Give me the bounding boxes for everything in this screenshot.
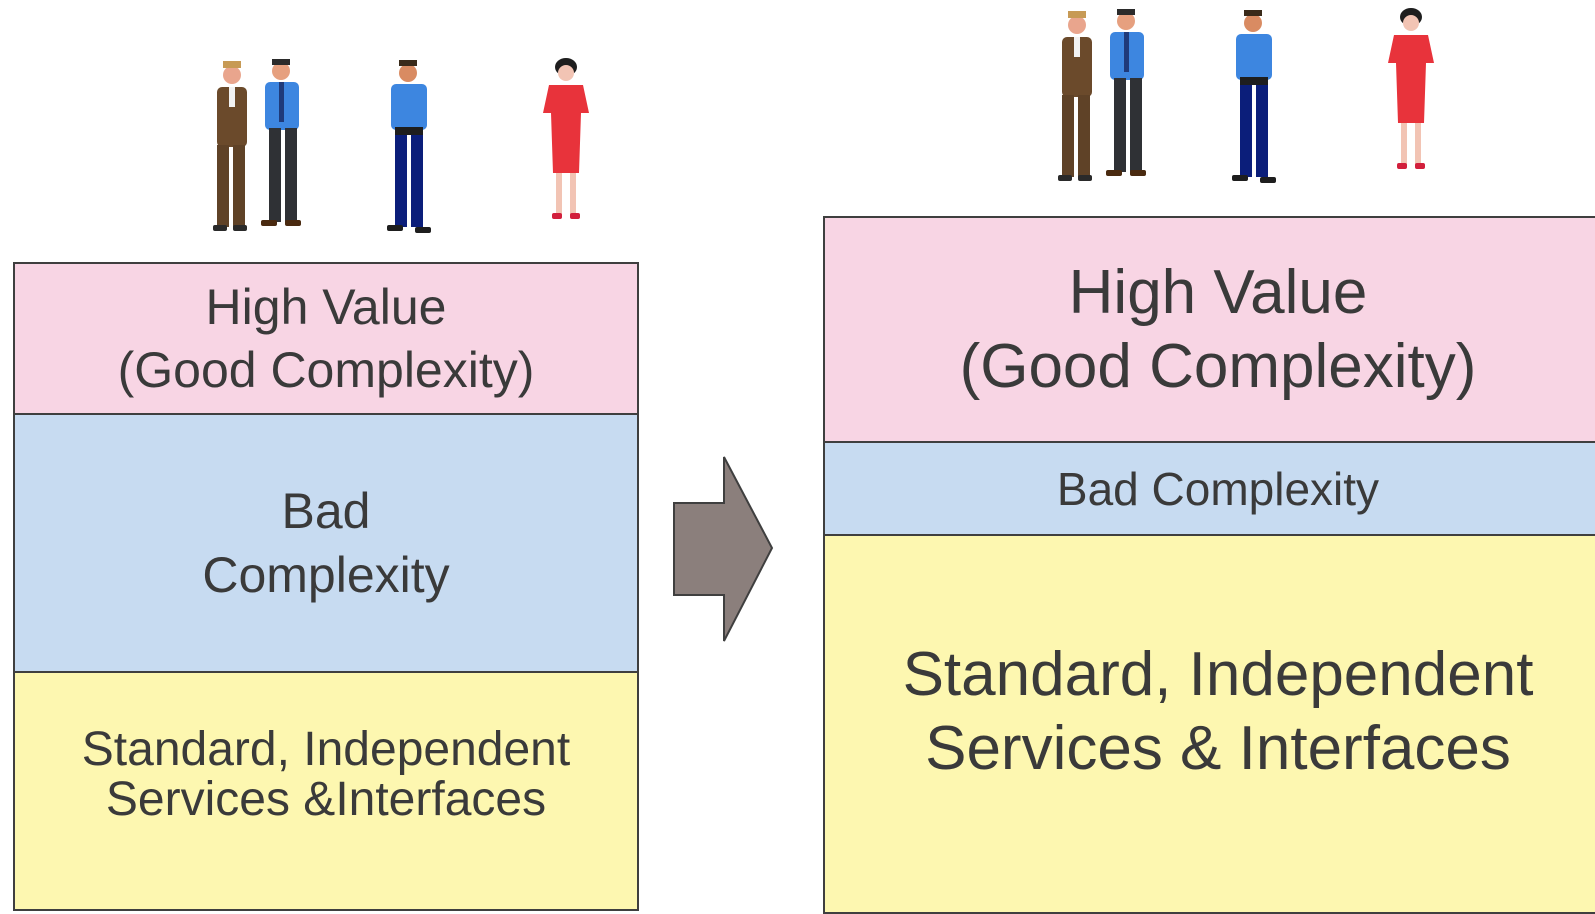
high-value-layer: High Value (Good Complexity) (13, 262, 639, 415)
man-blue-shirt-icon (1106, 9, 1146, 176)
layer-text-line: Bad Complexity (1056, 462, 1380, 515)
man-blue-standing-icon (1232, 10, 1276, 183)
man-brown-suit-icon (1058, 11, 1092, 181)
standard-services-layer: Standard, Independent Services &Interfac… (13, 671, 639, 911)
woman-red-dress-icon (543, 58, 589, 219)
man-brown-suit-icon (213, 61, 247, 231)
standard-services-layer: Standard, Independent Services & Interfa… (823, 534, 1595, 914)
man-blue-shirt-icon (261, 59, 301, 226)
bad-complexity-layer: Bad Complexity (13, 413, 639, 673)
layer-text-line: (Good Complexity) (117, 341, 535, 398)
layer-text-line: High Value (1068, 257, 1368, 327)
layer-stack-after: High Value (Good Complexity) Bad Complex… (823, 216, 1595, 914)
layer-text-line: Standard, Independent (81, 723, 571, 776)
layer-text-line: Services & Interfaces (925, 714, 1511, 783)
layer-text-line: Bad (281, 483, 371, 539)
layer-text-line: Standard, Independent (902, 640, 1534, 709)
right-arrow-icon (673, 456, 774, 642)
layer-text-line: High Value (205, 278, 447, 335)
people-group-left (213, 58, 589, 233)
layer-text-line: (Good Complexity) (959, 331, 1477, 401)
layer-stack-before: High Value (Good Complexity) Bad Complex… (13, 262, 639, 911)
woman-red-dress-icon (1388, 8, 1434, 169)
bad-complexity-layer: Bad Complexity (823, 441, 1595, 536)
high-value-layer: High Value (Good Complexity) (823, 216, 1595, 443)
man-blue-standing-icon (387, 60, 431, 233)
layer-text-line: Services &Interfaces (105, 773, 547, 826)
people-group-right (1058, 8, 1434, 183)
layer-text-line: Complexity (202, 547, 450, 603)
